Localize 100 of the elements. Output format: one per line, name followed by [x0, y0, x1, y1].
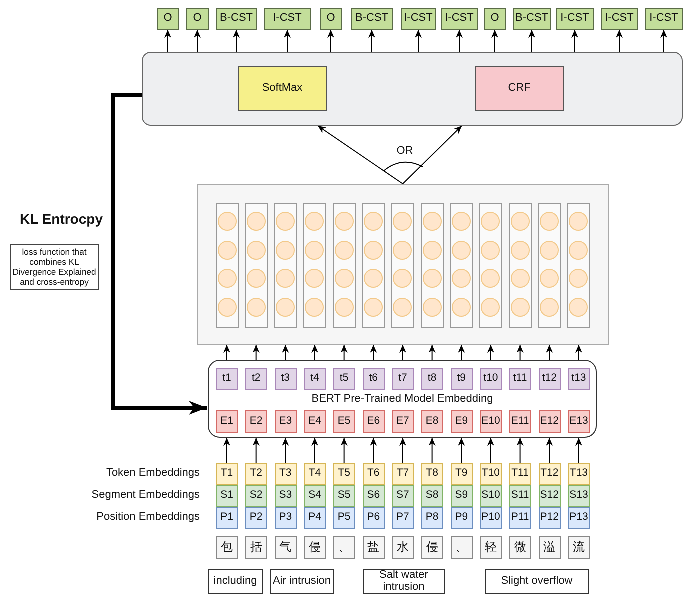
position-embedding-cell: P10: [480, 507, 502, 529]
arrow: [340, 438, 348, 464]
row-label: Token Embeddings: [105, 467, 200, 479]
segment-embedding-cell: S1: [216, 485, 238, 507]
token-box: t1: [216, 368, 238, 390]
tag-box: I-CST: [601, 8, 638, 30]
tag-box: I-CST: [645, 8, 683, 30]
token-embedding-cell: T8: [421, 463, 444, 485]
embedding-box: E10: [480, 410, 502, 433]
neuron-circle: [218, 298, 236, 317]
segment-embedding-cell: S11: [509, 485, 532, 507]
translation-box: Slight overflow: [485, 569, 589, 594]
arrow: [516, 438, 524, 464]
position-embedding-cell: P1: [216, 507, 238, 529]
character-box: 盐: [362, 536, 385, 559]
segment-embedding-cell: S13: [568, 485, 590, 507]
neuron-column: [216, 203, 238, 328]
arrow: [458, 438, 466, 464]
character-box: 括: [245, 536, 268, 559]
arrow: [399, 438, 406, 464]
neuron-circle: [393, 298, 412, 317]
arrow: [572, 30, 578, 52]
position-embedding-cell: P3: [274, 507, 297, 529]
arrow: [224, 438, 230, 464]
neuron-circle: [364, 298, 384, 317]
arrow: [164, 30, 172, 52]
arrow: [194, 30, 201, 52]
token-box: t13: [568, 368, 590, 390]
neuron-column: [479, 203, 502, 328]
neuron-circle: [246, 298, 266, 317]
arrow: [233, 30, 240, 52]
arrow: [428, 344, 436, 360]
neuron-column: [538, 203, 562, 328]
embedding-box: E6: [362, 410, 385, 433]
arrow: [318, 126, 404, 184]
tag-box: B-CST: [351, 8, 393, 30]
token-embedding-cell: T2: [245, 463, 268, 485]
neuron-circle: [218, 212, 236, 231]
position-embedding-cell: P2: [245, 507, 268, 529]
character-box: 轻: [480, 536, 502, 559]
arrow: [528, 30, 536, 52]
neuron-circle: [393, 269, 412, 288]
output-layer-panel: [142, 52, 683, 126]
neuron-circle: [569, 241, 588, 260]
arrow: [516, 344, 524, 360]
translation-box: Salt water intrusion: [363, 569, 445, 594]
neuron-circle: [452, 212, 472, 231]
neuron-circle: [540, 269, 560, 288]
segment-embedding-cell: S6: [362, 485, 385, 507]
neuron-column: [362, 203, 386, 328]
neuron-circle: [364, 241, 384, 260]
segment-embedding-cell: S2: [245, 485, 268, 507]
neuron-circle: [481, 212, 500, 231]
segment-embedding-cell: S12: [538, 485, 561, 507]
position-embedding-cell: P13: [568, 507, 590, 529]
arrow: [456, 30, 463, 52]
embedding-box: E1: [216, 410, 238, 433]
neuron-circle: [334, 241, 354, 260]
token-embedding-cell: T7: [392, 463, 414, 485]
neuron-circle: [510, 269, 530, 288]
arrow: [282, 344, 290, 360]
tag-box: B-CST: [216, 8, 257, 30]
token-box: t5: [333, 368, 356, 390]
neuron-circle: [422, 241, 442, 260]
neuron-column: [420, 203, 444, 328]
neuron-circle: [540, 241, 560, 260]
token-box: t8: [421, 368, 444, 390]
segment-embedding-cell: S10: [480, 485, 502, 507]
neuron-circle: [569, 269, 588, 288]
token-box: t11: [509, 368, 532, 390]
token-box: t2: [245, 368, 268, 390]
arrow: [402, 126, 462, 184]
neuron-circle: [422, 269, 442, 288]
arrow: [312, 438, 318, 464]
arrow: [224, 344, 230, 360]
character-box: 、: [333, 536, 356, 559]
row-label: Segment Embeddings: [90, 489, 200, 501]
tag-box: O: [186, 8, 209, 30]
arrow: [399, 344, 406, 360]
token-embedding-cell: T4: [304, 463, 326, 485]
junction-label: OR: [396, 145, 414, 157]
neuron-circle: [334, 298, 354, 317]
token-box: t12: [538, 368, 561, 390]
character-box: 溢: [538, 536, 561, 559]
segment-embedding-cell: S7: [392, 485, 414, 507]
tag-box: O: [320, 8, 342, 30]
neuron-circle: [452, 241, 472, 260]
character-box: 气: [274, 536, 297, 559]
neuron-circle: [510, 298, 530, 317]
neuron-circle: [334, 212, 354, 231]
tag-box: O: [157, 8, 179, 30]
neuron-circle: [510, 241, 530, 260]
position-embedding-cell: P4: [304, 507, 326, 529]
arrow: [284, 30, 291, 52]
tag-box: I-CST: [264, 8, 311, 30]
neuron-circle: [305, 212, 324, 231]
segment-embedding-cell: S9: [450, 485, 473, 507]
arrow: [340, 344, 348, 360]
crf-box: CRF: [475, 66, 564, 111]
neuron-circle: [305, 298, 324, 317]
